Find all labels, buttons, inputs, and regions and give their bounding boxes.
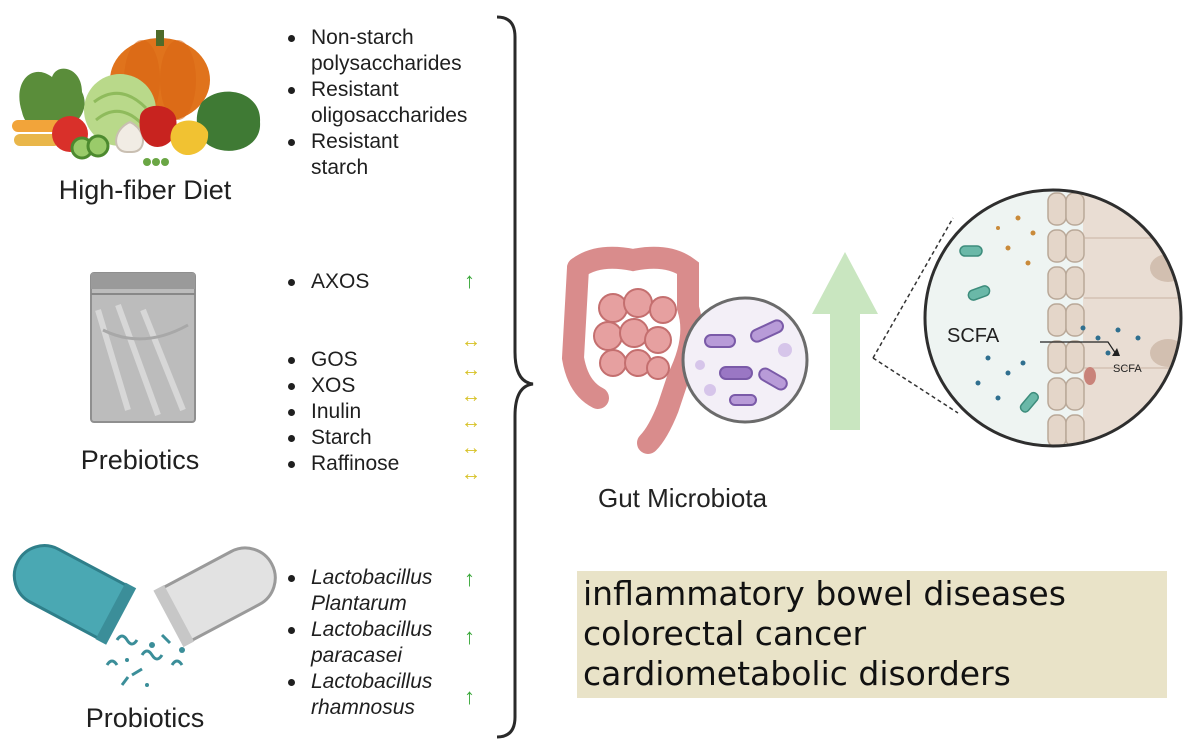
probiotic-capsule-icon bbox=[12, 544, 277, 687]
increase-arrow-icon bbox=[812, 252, 878, 430]
prebiotics-list: GOS XOS Inulin Starch Raffinose bbox=[285, 347, 399, 477]
category-label-probiotics: Probiotics bbox=[85, 703, 205, 733]
list-item: Raffinose bbox=[285, 451, 399, 477]
increase-arrow-paracasei: ↑ bbox=[464, 624, 475, 649]
increase-arrow-axos: ↑ bbox=[464, 268, 475, 293]
list-item-continued: rhamnosus bbox=[311, 696, 415, 719]
list-item-continued: Plantarum bbox=[311, 592, 407, 615]
list-item: Resistant bbox=[285, 77, 467, 103]
intestine-icon bbox=[561, 246, 703, 454]
list-item: XOS bbox=[285, 373, 399, 399]
category-label-prebiotics: Prebiotics bbox=[80, 445, 200, 475]
scfa-label: SCFA bbox=[947, 325, 1000, 347]
list-item: Starch bbox=[285, 425, 399, 451]
list-item: Inulin bbox=[285, 399, 399, 425]
increase-arrow-rhamnosus: ↑ bbox=[464, 684, 475, 709]
list-item-continued: paracasei bbox=[311, 644, 403, 667]
neutral-arrow-raffinose: ↔ bbox=[461, 463, 481, 485]
outcome-cardiometabolic: cardiometabolic disorders bbox=[583, 654, 1011, 693]
category-label-high-fiber-diet: High-fiber Diet bbox=[58, 175, 232, 205]
vegetables-icon bbox=[12, 30, 261, 166]
gut-microbiota-label: Gut Microbiota bbox=[598, 483, 768, 513]
list-item: Lactobacillus bbox=[285, 565, 432, 591]
prebiotic-bag-icon bbox=[90, 272, 196, 423]
list-item: Lactobacillus bbox=[285, 669, 432, 695]
list-item: Lactobacillus bbox=[285, 617, 432, 643]
probiotics-list: Lactobacillus Plantarum Lactobacillus pa… bbox=[285, 565, 432, 721]
high-fiber-list: Non-starch polysaccharides Resistant oli… bbox=[285, 25, 467, 181]
bacteria-circle-icon bbox=[681, 296, 809, 424]
neutral-arrow-starch: ↔ bbox=[461, 437, 481, 459]
prebiotics-list-axos: AXOS bbox=[285, 269, 369, 295]
neutral-arrow-inulin: ↔ bbox=[461, 411, 481, 433]
neutral-arrow-extra: ↔ bbox=[461, 330, 481, 352]
outcome-ibd: inflammatory bowel diseases bbox=[583, 574, 1066, 613]
scfa-label-small: SCFA bbox=[1113, 363, 1142, 375]
list-item: GOS bbox=[285, 347, 399, 373]
list-item-continued: oligosaccharides bbox=[311, 104, 468, 127]
increase-arrow-plantarum: ↑ bbox=[464, 566, 475, 591]
list-item: AXOS bbox=[285, 269, 369, 295]
outcomes-box: inflammatory bowel diseases colorectal c… bbox=[577, 571, 1167, 698]
bracket-icon bbox=[496, 15, 534, 739]
neutral-arrow-xos: ↔ bbox=[461, 385, 481, 407]
list-item: Non-starch bbox=[285, 25, 467, 51]
gut-lining-magnified-icon bbox=[872, 188, 1183, 448]
list-item-continued: polysaccharides bbox=[311, 52, 462, 75]
neutral-arrow-gos: ↔ bbox=[461, 359, 481, 381]
list-item-continued: starch bbox=[311, 156, 369, 179]
list-item: Resistant bbox=[285, 129, 467, 155]
outcome-colorectal-cancer: colorectal cancer bbox=[583, 614, 867, 653]
